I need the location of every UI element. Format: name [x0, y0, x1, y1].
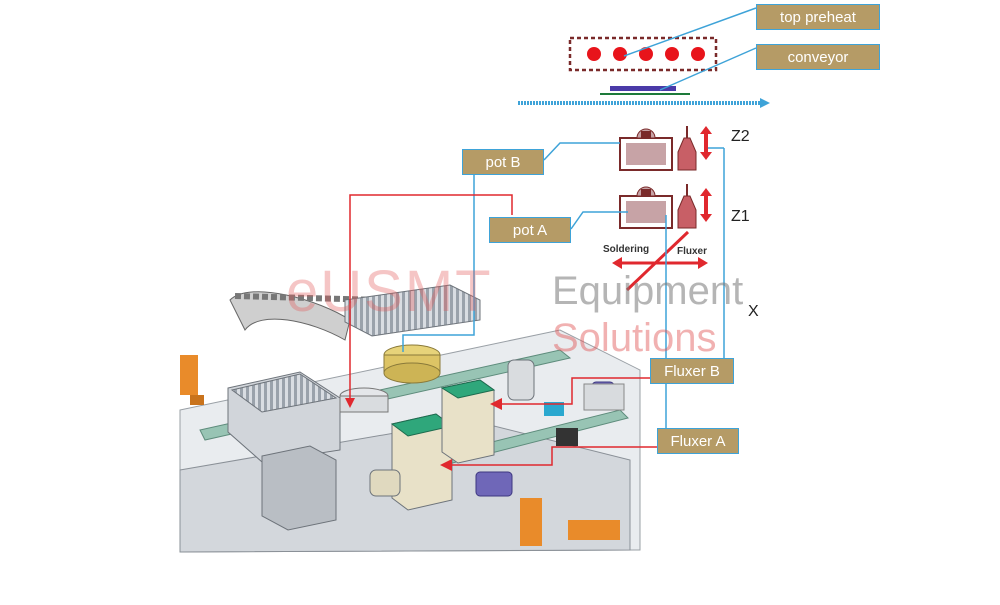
fluxer-diagonal-arrow: [625, 230, 690, 292]
heater-dot-4: [665, 47, 679, 61]
watermark-line-2: Solutions: [552, 316, 717, 360]
callout-top-preheat: top preheat: [756, 4, 880, 30]
callout-fluxer-a: Fluxer A: [657, 428, 739, 454]
heater-dot-3: [639, 47, 653, 61]
heater-dot-1: [587, 47, 601, 61]
callout-fluxer-b: Fluxer B: [650, 358, 734, 384]
callout-conveyor: conveyor: [756, 44, 880, 70]
motion-label-fluxer: Fluxer: [677, 246, 708, 257]
leader-lines: [402, 7, 757, 428]
watermark-brand: eUSMT: [286, 259, 493, 324]
fluxer-a-unit: [677, 184, 697, 229]
heater-dot-2: [613, 47, 627, 61]
machine-illustration: [179, 284, 641, 553]
callout-pot-b: pot B: [462, 149, 544, 175]
watermark-line-1: Equipment: [552, 269, 744, 313]
axis-label-z1: Z1: [731, 208, 750, 225]
top-preheat-heater: [568, 36, 718, 72]
heater-dot-5: [691, 47, 705, 61]
signal-lines: [345, 194, 657, 471]
z1-arrow: [700, 188, 712, 222]
axis-label-z2: Z2: [731, 128, 750, 145]
motion-label-soldering: Soldering: [603, 244, 650, 255]
fluxer-b-unit: [677, 126, 697, 171]
callout-pot-a: pot A: [489, 217, 571, 243]
z2-arrow: [700, 126, 712, 160]
soldering-x-motion-arrow: [612, 257, 708, 269]
pot-a-unit: [619, 186, 673, 229]
axis-label-x: X: [748, 303, 759, 320]
pot-b-unit: [619, 128, 673, 171]
conveyor-line: [518, 86, 770, 108]
